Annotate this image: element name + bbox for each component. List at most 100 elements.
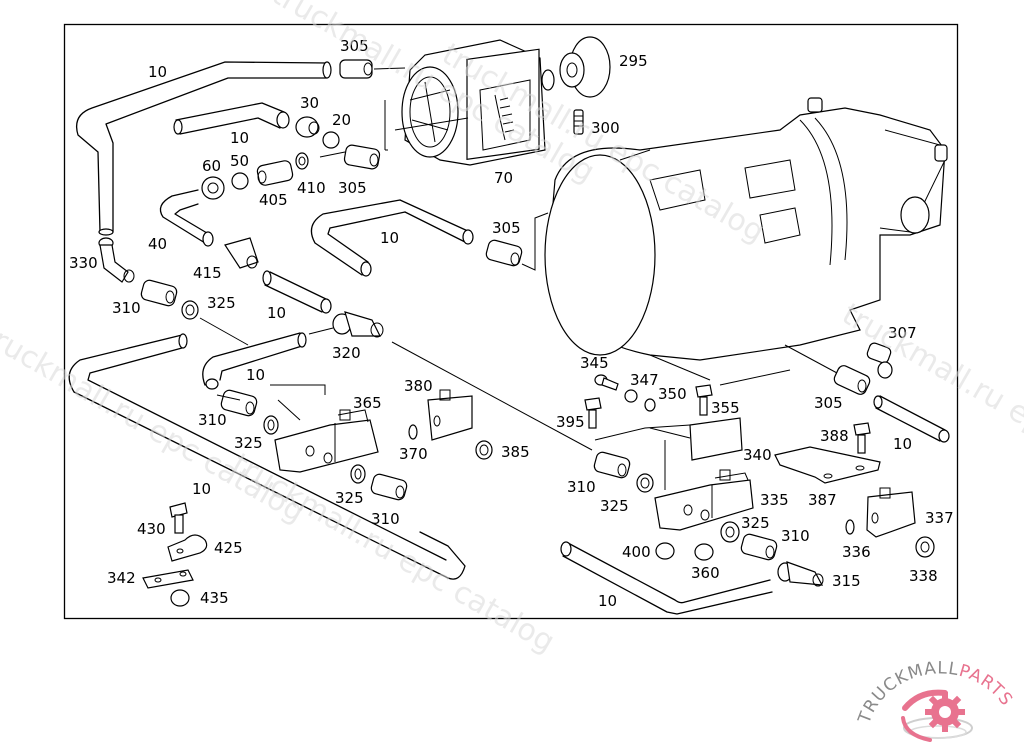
callout-295: 295 <box>619 52 648 70</box>
gear-icon <box>901 689 973 742</box>
callout-305: 305 <box>340 37 369 55</box>
callout-50: 50 <box>230 152 249 170</box>
callout-370: 370 <box>399 445 428 463</box>
callout-365: 365 <box>353 394 382 412</box>
union-310-e <box>740 533 778 561</box>
ring-325-d <box>636 473 654 493</box>
plate-342 <box>142 569 194 589</box>
washer-370 <box>408 424 418 440</box>
callout-337: 337 <box>925 509 954 527</box>
callout-10: 10 <box>893 435 912 453</box>
ring-385 <box>475 440 493 460</box>
bolt-430 <box>169 502 188 534</box>
hose-top-inner <box>105 77 328 233</box>
callout-330: 330 <box>69 254 98 272</box>
callout-310: 310 <box>198 411 227 429</box>
callout-300: 300 <box>591 119 620 137</box>
fittings <box>98 59 935 607</box>
callout-342: 342 <box>107 569 136 587</box>
ring-325-b <box>263 415 279 435</box>
callout-400: 400 <box>622 543 651 561</box>
callout-310: 310 <box>371 510 400 528</box>
elbow-330 <box>98 237 135 283</box>
callout-415: 415 <box>193 264 222 282</box>
transmission <box>544 97 948 386</box>
tee-315 <box>777 561 824 587</box>
callout-325: 325 <box>741 514 770 532</box>
ring-325-a <box>181 300 199 320</box>
union-305-d <box>833 365 871 395</box>
callout-425: 425 <box>214 539 243 557</box>
callout-360: 360 <box>691 564 720 582</box>
bolt-395 <box>584 397 602 429</box>
callout-388: 388 <box>820 427 849 445</box>
elbow-307 <box>866 342 893 379</box>
union-305-b <box>343 144 381 170</box>
callout-10: 10 <box>380 229 399 247</box>
ring-338 <box>915 536 935 558</box>
callout-10: 10 <box>267 304 286 322</box>
truckmall-parts-logo: TRUCKMALLPARTS <box>854 658 1017 742</box>
callout-40: 40 <box>148 235 167 253</box>
clamp-425 <box>167 534 208 562</box>
callout-labels: 10 305 295 30 20 10 300 60 50 405 410 30… <box>69 37 954 610</box>
hose-end <box>322 61 332 79</box>
tee-320 <box>332 311 384 338</box>
callout-305: 305 <box>814 394 843 412</box>
pto-housing-70 <box>394 39 555 166</box>
union-405 <box>256 160 294 186</box>
callout-395: 395 <box>556 413 585 431</box>
washer-347 <box>624 389 638 403</box>
nut-360 <box>694 543 714 561</box>
callout-338: 338 <box>909 567 938 585</box>
callout-325: 325 <box>207 294 236 312</box>
callout-60: 60 <box>202 157 221 175</box>
callout-325: 325 <box>234 434 263 452</box>
logo-text-secondary: PARTS <box>957 661 1017 710</box>
callout-307: 307 <box>888 324 917 342</box>
callout-10: 10 <box>192 480 211 498</box>
callout-315: 315 <box>832 572 861 590</box>
callout-10: 10 <box>148 63 167 81</box>
callout-380: 380 <box>404 377 433 395</box>
breather-300 <box>573 109 584 135</box>
union-310-d <box>593 451 631 479</box>
hose-top-outer <box>75 61 328 233</box>
angle-415 <box>224 237 259 269</box>
nut-400 <box>655 542 675 560</box>
ring-325-e <box>720 521 740 543</box>
callout-325: 325 <box>335 489 364 507</box>
callout-305: 305 <box>492 219 521 237</box>
bolt-355 <box>695 384 713 416</box>
solenoid-coil-380 <box>427 389 473 441</box>
callout-10: 10 <box>246 366 265 384</box>
nut-60 <box>201 176 225 200</box>
callout-10: 10 <box>230 129 249 147</box>
callout-30: 30 <box>300 94 319 112</box>
union-305-top <box>339 59 373 79</box>
union-310-a <box>140 279 178 307</box>
callout-310: 310 <box>781 527 810 545</box>
callout-335: 335 <box>760 491 789 509</box>
callout-20: 20 <box>332 111 351 129</box>
callout-355: 355 <box>711 399 740 417</box>
solenoid-valve-335 <box>654 440 754 531</box>
sleeve-50 <box>231 172 249 190</box>
callout-345: 345 <box>580 354 609 372</box>
callout-387: 387 <box>808 491 837 509</box>
solenoid-coil-337 <box>866 487 916 538</box>
callout-336: 336 <box>842 543 871 561</box>
callout-350: 350 <box>658 385 687 403</box>
sleeve-20 <box>322 131 340 149</box>
nut-435 <box>170 589 190 607</box>
callout-435: 435 <box>200 589 229 607</box>
bolt-388 <box>853 422 871 454</box>
callout-320: 320 <box>332 344 361 362</box>
callout-410: 410 <box>297 179 326 197</box>
union-305-c <box>485 239 523 267</box>
bracket-340 <box>594 417 743 461</box>
callout-405: 405 <box>259 191 288 209</box>
callout-310: 310 <box>112 299 141 317</box>
